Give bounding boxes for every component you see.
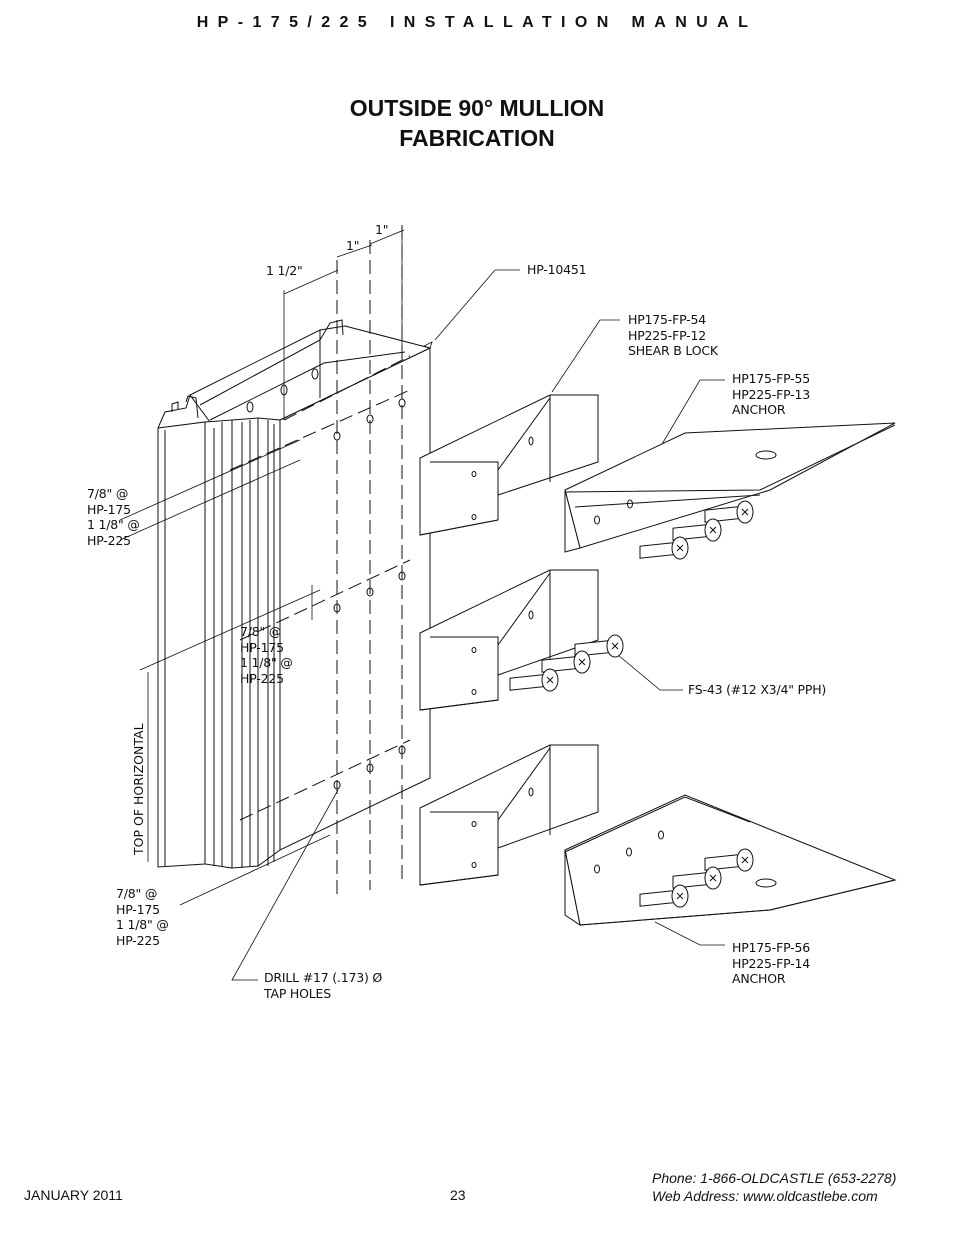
dimension-1a: 1" [346, 238, 360, 253]
shear-block-bottom [419, 744, 599, 886]
shear-block-desc: SHEAR B LOCK [628, 343, 718, 358]
shear-block-part-225: HP225-FP-12 [628, 327, 706, 343]
callout-anchor-55: HP175-FP-55 HP225-FP-13 ANCHOR [732, 371, 810, 418]
dimension-1b: 1" [375, 222, 389, 237]
shear-block-top [419, 394, 599, 536]
screws [509, 500, 754, 908]
drill-spec: DRILL #17 (.173) Ø [264, 970, 383, 985]
anchor-56-part-175: HP175-FP-56 [732, 940, 810, 955]
anchor-55-part-225: HP225-FP-13 [732, 386, 810, 402]
footer-date: JANUARY 2011 [24, 1187, 123, 1203]
anchor-56-part-225: HP225-FP-14 [732, 955, 810, 971]
callout-shear-block: HP175-FP-54 HP225-FP-12 SHEAR B LOCK [628, 312, 718, 359]
callout-fs-43: FS-43 (#12 X3/4" PPH) [688, 682, 827, 697]
anchor-56-desc: ANCHOR [732, 971, 786, 986]
footer-web: Web Address: www.oldcastlebe.com [652, 1188, 878, 1204]
shear-block-part-175: HP175-FP-54 [628, 312, 706, 327]
callout-spacing-lower: 7/8" @ HP-175 1 1/8" @ HP-225 [116, 886, 169, 948]
dimension-1-1-2: 1 1/2" [266, 263, 303, 278]
shear-block-middle [419, 569, 599, 711]
dimension-lines [119, 225, 405, 906]
callout-spacing-mid: 7/8" @ HP-175 1 1/8" @ HP-225 [240, 624, 293, 686]
callout-anchor-56: HP175-FP-56 HP225-FP-14 ANCHOR [732, 940, 810, 987]
page-title-line1: OUTSIDE 90° MULLION [349, 95, 605, 121]
mullion-extrusion [157, 225, 432, 900]
footer-contact: Phone: 1-866-OLDCASTLE (653-2278) Web Ad… [652, 1169, 896, 1205]
callout-spacing-upper: 7/8" @ HP-175 1 1/8" @ HP-225 [87, 486, 140, 548]
drill-tap: TAP HOLES [264, 985, 331, 1001]
page-title-line2: FABRICATION [399, 125, 555, 151]
anchor-top [564, 422, 896, 553]
footer-phone: Phone: 1-866-OLDCASTLE (653-2278) [652, 1170, 897, 1186]
anchor-55-part-175: HP175-FP-55 [732, 371, 810, 386]
manual-header: HP-175/225 INSTALLATION MANUAL [196, 14, 758, 31]
page-number: 23 [450, 1187, 466, 1203]
callout-hp-10451: HP-10451 [527, 262, 587, 277]
leader-lines [231, 269, 725, 981]
top-of-horizontal-label: TOP OF HORIZONTAL [131, 723, 146, 855]
anchor-55-desc: ANCHOR [732, 402, 786, 417]
callout-drill: DRILL #17 (.173) Ø TAP HOLES [264, 970, 382, 1001]
